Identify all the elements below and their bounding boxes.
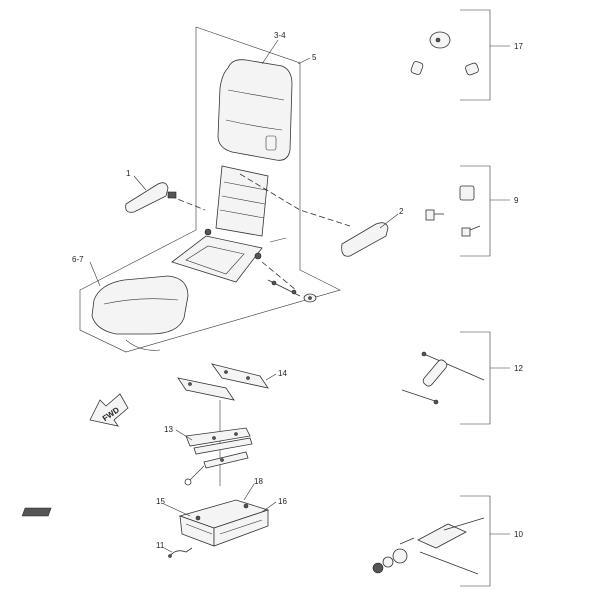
callout-17: 17 [514,42,523,51]
rail-plate-lower [177,377,235,401]
callout-15: 15 [156,497,165,506]
seat-cushion [91,275,189,351]
callout-9: 9 [514,196,519,205]
callout-6-7: 6-7 [72,255,84,264]
callout-16: 16 [278,497,287,506]
callout-1: 1 [126,169,131,178]
seat-frame [171,165,269,283]
latch-rail [184,451,249,486]
detail-box-17 [410,9,491,101]
callout-10: 10 [514,530,523,539]
callout-2: 2 [399,207,404,216]
callout-leaders [89,39,510,553]
fwd-direction-arrow: FWD [89,393,129,427]
detail-box-9 [425,165,491,257]
suspension-base [21,499,270,547]
callout-3-4: 3-4 [274,31,286,40]
callout-13: 13 [164,425,173,434]
callout-14: 14 [278,369,287,378]
detail-box-12 [401,331,491,425]
callout-12: 12 [514,364,523,373]
callout-5: 5 [312,53,317,62]
detail-box-10 [372,495,491,587]
slide-rails [185,427,253,455]
left-armrest [125,182,177,213]
assembly-outline [79,26,341,353]
callout-11: 11 [156,541,165,550]
callout-18: 18 [254,477,263,486]
link-rod [168,547,193,558]
right-armrest [341,222,389,257]
rail-plate-upper [211,363,269,389]
frame-hardware [267,279,317,303]
seat-back-cushion [217,59,293,161]
